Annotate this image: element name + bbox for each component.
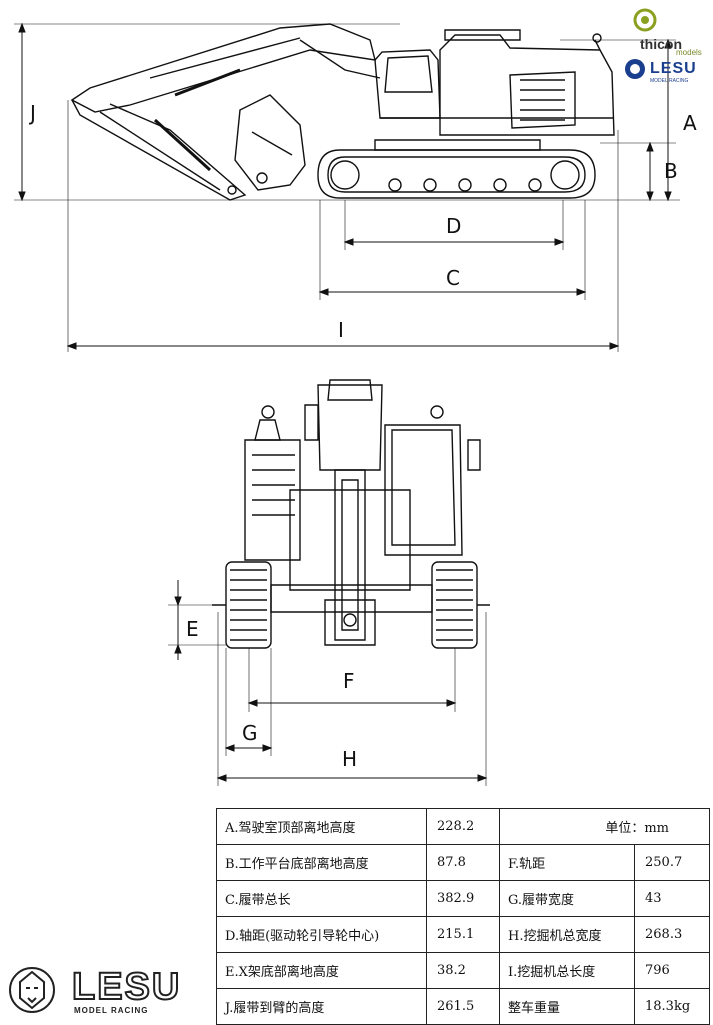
spec-label: A.驾驶室顶部离地高度: [216, 808, 427, 845]
table-row: D.轴距(驱动轮引导轮中心) 215.1 H.挖掘机总宽度 268.3: [216, 916, 710, 953]
table-row: J.履带到臂的高度 261.5 整车重量 18.3kg: [216, 988, 710, 1025]
dim-label-c: C: [446, 266, 460, 290]
spec-label: B.工作平台底部离地高度: [216, 844, 427, 881]
front-boom: [317, 384, 383, 471]
spec-label: C.履带总长: [216, 880, 427, 917]
spec-value: 228.2: [426, 808, 500, 845]
unit-label: 单位：mm: [499, 808, 710, 845]
bucket: [234, 94, 306, 191]
lesu-logo-large: LESU: [71, 965, 182, 1009]
dim-label-e: E: [186, 617, 199, 641]
spec-value: 43: [634, 880, 710, 917]
spec-label: I.挖掘机总长度: [499, 952, 635, 989]
side-view-drawing: J A B D C I: [14, 22, 697, 352]
spec-value: 261.5: [426, 988, 500, 1025]
spec-value: 18.3kg: [634, 988, 710, 1025]
left-track: [225, 561, 272, 649]
spec-value: 250.7: [634, 844, 710, 881]
spec-value: 796: [634, 952, 710, 989]
front-body: [244, 439, 301, 561]
dim-label-a: A: [683, 111, 697, 135]
spec-label: D.轴距(驱动轮引导轮中心): [216, 916, 427, 953]
spec-label: H.挖掘机总宽度: [499, 916, 635, 953]
lesu-logo-small-sub: MODEL RACING: [650, 78, 689, 84]
spec-value: 382.9: [426, 880, 500, 917]
thicon-logo: thicon: [640, 36, 682, 52]
right-track: [431, 561, 478, 649]
spec-label: J.履带到臂的高度: [216, 988, 427, 1025]
spec-value: 38.2: [426, 952, 500, 989]
boom: [70, 23, 376, 113]
dim-label-f: F: [343, 669, 355, 693]
dim-label-d: D: [446, 214, 461, 238]
spec-label: E.X架底部离地高度: [216, 952, 427, 989]
thicon-logo-sub: models: [676, 48, 702, 57]
spec-label: F.轨距: [499, 844, 635, 881]
dim-label-i: I: [338, 318, 344, 342]
spec-label: 整车重量: [499, 988, 635, 1025]
dim-label-g: G: [242, 721, 258, 745]
spec-label: G.履带宽度: [499, 880, 635, 917]
dim-label-h: H: [342, 747, 357, 771]
spec-table: A.驾驶室顶部离地高度 228.2 单位：mm B.工作平台底部离地高度 87.…: [216, 808, 710, 1025]
spec-value: 87.8: [426, 844, 500, 881]
spec-value: 268.3: [634, 916, 710, 953]
lesu-logo-small: LESU: [650, 60, 697, 77]
table-row: A.驾驶室顶部离地高度 228.2 单位：mm: [216, 808, 710, 845]
dim-label-j: J: [28, 101, 36, 125]
dim-label-b: B: [664, 159, 678, 183]
table-row: C.履带总长 382.9 G.履带宽度 43: [216, 880, 710, 917]
side-track: [317, 149, 596, 199]
lesu-logo-large-sub: MODEL RACING: [74, 1006, 149, 1015]
front-view-drawing: E F G H: [168, 379, 490, 786]
table-row: E.X架底部离地高度 38.2 I.挖掘机总长度 796: [216, 952, 710, 989]
spec-value: 215.1: [426, 916, 500, 953]
table-row: B.工作平台底部离地高度 87.8 F.轨距 250.7: [216, 844, 710, 881]
